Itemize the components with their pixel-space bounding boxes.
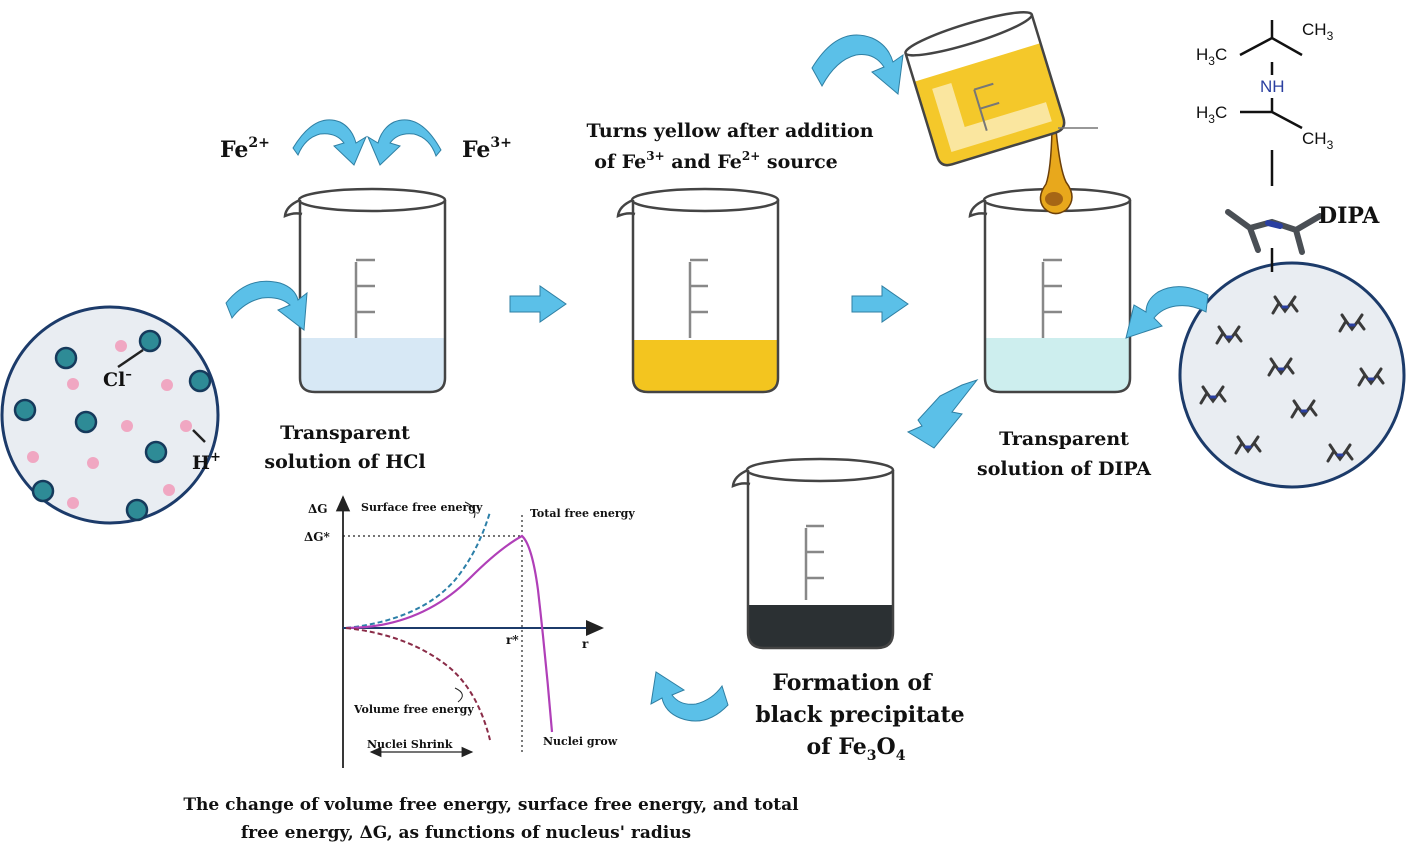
fe3-label: Fe3+: [462, 135, 512, 163]
graph-x-label: r: [582, 637, 589, 651]
pouring-beaker: [904, 11, 1066, 167]
total-energy-curve: [345, 534, 554, 733]
fe2-label: Fe2+: [220, 135, 270, 163]
black-label-line2: black precipitate: [755, 702, 964, 728]
precipitate-arrow: [906, 379, 979, 449]
pour-curved-arrow: [811, 34, 904, 95]
step1-arrow: [509, 285, 567, 323]
hcl-label-line2: solution of HCl: [264, 451, 425, 473]
black-label-line1: Formation of: [772, 670, 933, 696]
dipa-label: DIPA: [1318, 203, 1380, 229]
hcl-ion-circle: [0, 305, 220, 525]
graph-x-star: r*: [506, 633, 519, 647]
into-hcl-arrow: [225, 280, 308, 331]
black-label-line3: of Fe3O4: [807, 734, 906, 764]
dipa-solution-line2: solution of DIPA: [977, 458, 1151, 480]
beaker-hcl: [283, 187, 447, 394]
grow-label: Nuclei grow: [543, 735, 618, 748]
total-label: Total free energy: [530, 507, 635, 520]
step2-arrow: [851, 285, 909, 323]
free-energy-graph: [335, 495, 604, 768]
shrink-label: Nuclei Shrink: [367, 738, 453, 751]
fe2-curved-arrow: [292, 119, 368, 166]
surface-energy-curve: [345, 511, 491, 629]
hcl-label-line1: Transparent: [280, 422, 410, 444]
graph-y-label: ΔG: [308, 502, 328, 516]
ch3-bottom-right: CH3: [1302, 129, 1334, 152]
surface-label: Surface free energy: [361, 501, 483, 514]
yellow-label-line2: of Fe3+ and Fe2+ source: [594, 149, 837, 173]
dipa-3d-model: [1225, 209, 1323, 255]
beaker-yellow: [616, 187, 780, 394]
dipa-curved-arrow: [1125, 286, 1209, 339]
beaker-dipa: [968, 129, 1132, 394]
to-graph-curved-arrow: [650, 671, 729, 722]
nh-label: NH: [1260, 77, 1285, 96]
volume-energy-curve: [345, 627, 491, 741]
chloride-label: Cl–: [103, 367, 132, 391]
ch3-bottom-left: H3C: [1196, 103, 1227, 126]
hydrogen-label: H+: [192, 450, 221, 474]
volume-label: Volume free energy: [353, 703, 474, 716]
caption-line1: The change of volume free energy, surfac…: [183, 795, 799, 815]
yellow-label-line1: Turns yellow after addition: [586, 120, 873, 142]
beaker-black: [731, 457, 895, 650]
ch3-top-right: CH3: [1302, 20, 1334, 43]
fe3-curved-arrow: [366, 119, 442, 166]
dipa-molecule-circle: [1178, 261, 1406, 489]
caption-line2: free energy, ΔG, as functions of nucleus…: [241, 823, 691, 843]
dipa-structure: [1239, 20, 1303, 272]
flow-arrows: [225, 34, 1209, 722]
dipa-solution-line1: Transparent: [999, 428, 1129, 450]
ch3-top-left: H3C: [1196, 45, 1227, 68]
graph-y-star: ΔG*: [304, 530, 331, 544]
